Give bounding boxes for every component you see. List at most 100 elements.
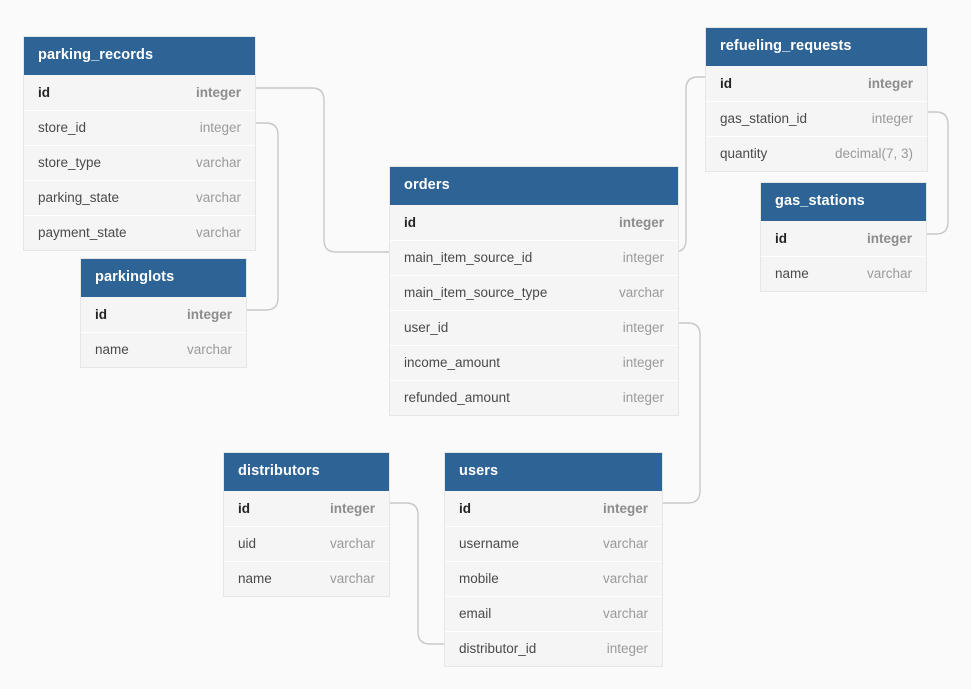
column-name: main_item_source_type <box>404 285 548 300</box>
column-type: integer <box>329 500 375 516</box>
table-header-users: users <box>445 453 662 491</box>
column-row[interactable]: uid varchar <box>224 525 389 561</box>
column-type: varchar <box>602 536 648 551</box>
column-name: income_amount <box>404 355 501 370</box>
column-type: integer <box>622 320 664 335</box>
column-name: id <box>404 214 416 230</box>
table-header-parking_records: parking_records <box>24 37 255 75</box>
column-type: varchar <box>195 190 241 205</box>
column-row[interactable]: id integer <box>24 75 255 110</box>
column-row[interactable]: email varchar <box>445 595 662 631</box>
column-name: quantity <box>720 146 768 161</box>
column-name: store_id <box>38 120 87 135</box>
column-type: integer <box>602 500 648 516</box>
table-header-refueling_requests: refueling_requests <box>706 28 927 66</box>
relationship-line-refueling-requests-gas-station-id-to-gas-stations-id <box>927 111 949 235</box>
column-name: parking_state <box>38 190 120 205</box>
column-name: email <box>459 606 492 621</box>
column-type: integer <box>866 230 912 246</box>
column-name: name <box>95 342 129 357</box>
column-type: varchar <box>195 155 241 170</box>
column-type: varchar <box>195 225 241 240</box>
column-name: name <box>238 571 272 586</box>
column-name: id <box>95 306 107 322</box>
column-name: id <box>38 84 50 100</box>
column-row[interactable]: quantity decimal(7, 3) <box>706 135 927 171</box>
relationship-line-parking-records-id-to-orders-main-item-source-id <box>256 87 389 253</box>
column-name: mobile <box>459 571 499 586</box>
table-columns-refueling_requests: id integer gas_station_id integer quantity de… <box>706 66 927 171</box>
column-row[interactable]: store_id integer <box>24 109 255 145</box>
relationship-line-distributors-id-to-users-distributor-id <box>390 502 444 645</box>
column-type: integer <box>195 84 241 100</box>
column-row[interactable]: name varchar <box>81 331 246 367</box>
column-type: integer <box>871 111 913 126</box>
column-name: id <box>720 75 732 91</box>
column-type: integer <box>622 250 664 265</box>
column-row[interactable]: parking_state varchar <box>24 179 255 215</box>
column-row[interactable]: gas_station_id integer <box>706 100 927 136</box>
column-row[interactable]: distributor_id integer <box>445 630 662 666</box>
column-row[interactable]: name varchar <box>761 255 926 291</box>
column-type: integer <box>867 75 913 91</box>
column-name: id <box>459 500 471 516</box>
column-row[interactable]: id integer <box>224 491 389 526</box>
column-row[interactable]: id integer <box>81 297 246 332</box>
column-type: integer <box>186 306 232 322</box>
table-header-parkinglots: parkinglots <box>81 259 246 297</box>
column-name: uid <box>238 536 257 551</box>
column-row[interactable]: id integer <box>706 66 927 101</box>
column-row[interactable]: payment_state varchar <box>24 214 255 250</box>
column-type: varchar <box>329 536 375 551</box>
column-row[interactable]: user_id integer <box>390 309 678 345</box>
column-row[interactable]: id integer <box>445 491 662 526</box>
column-row[interactable]: id integer <box>761 221 926 256</box>
column-type: varchar <box>618 285 664 300</box>
column-type: integer <box>199 120 241 135</box>
column-type: integer <box>622 390 664 405</box>
column-row[interactable]: name varchar <box>224 560 389 596</box>
table-columns-gas_stations: id integer name varchar <box>761 221 926 291</box>
column-name: payment_state <box>38 225 127 240</box>
column-row[interactable]: username varchar <box>445 525 662 561</box>
column-type: integer <box>606 641 648 656</box>
column-row[interactable]: id integer <box>390 205 678 240</box>
column-name: name <box>775 266 809 281</box>
column-type: decimal(7, 3) <box>834 146 913 161</box>
table-columns-distributors: id integer uid varchar name varchar <box>224 491 389 596</box>
column-name: refunded_amount <box>404 390 510 405</box>
column-type: varchar <box>602 606 648 621</box>
er-table-parkinglots[interactable]: parkinglots id integer name varchar <box>80 258 247 368</box>
er-table-distributors[interactable]: distributors id integer uid varchar name varch… <box>223 452 390 597</box>
table-header-distributors: distributors <box>224 453 389 491</box>
column-type: varchar <box>186 342 232 357</box>
column-name: main_item_source_id <box>404 250 533 265</box>
column-name: username <box>459 536 520 551</box>
column-name: id <box>775 230 787 246</box>
column-row[interactable]: main_item_source_id integer <box>390 239 678 275</box>
column-row[interactable]: main_item_source_type varchar <box>390 274 678 310</box>
table-columns-parkinglots: id integer name varchar <box>81 297 246 367</box>
column-name: store_type <box>38 155 102 170</box>
column-name: id <box>238 500 250 516</box>
column-type: varchar <box>329 571 375 586</box>
column-type: varchar <box>866 266 912 281</box>
column-type: integer <box>618 214 664 230</box>
table-header-orders: orders <box>390 167 678 205</box>
column-name: gas_station_id <box>720 111 808 126</box>
column-row[interactable]: store_type varchar <box>24 144 255 180</box>
column-row[interactable]: refunded_amount integer <box>390 379 678 415</box>
column-name: distributor_id <box>459 641 537 656</box>
column-name: user_id <box>404 320 449 335</box>
